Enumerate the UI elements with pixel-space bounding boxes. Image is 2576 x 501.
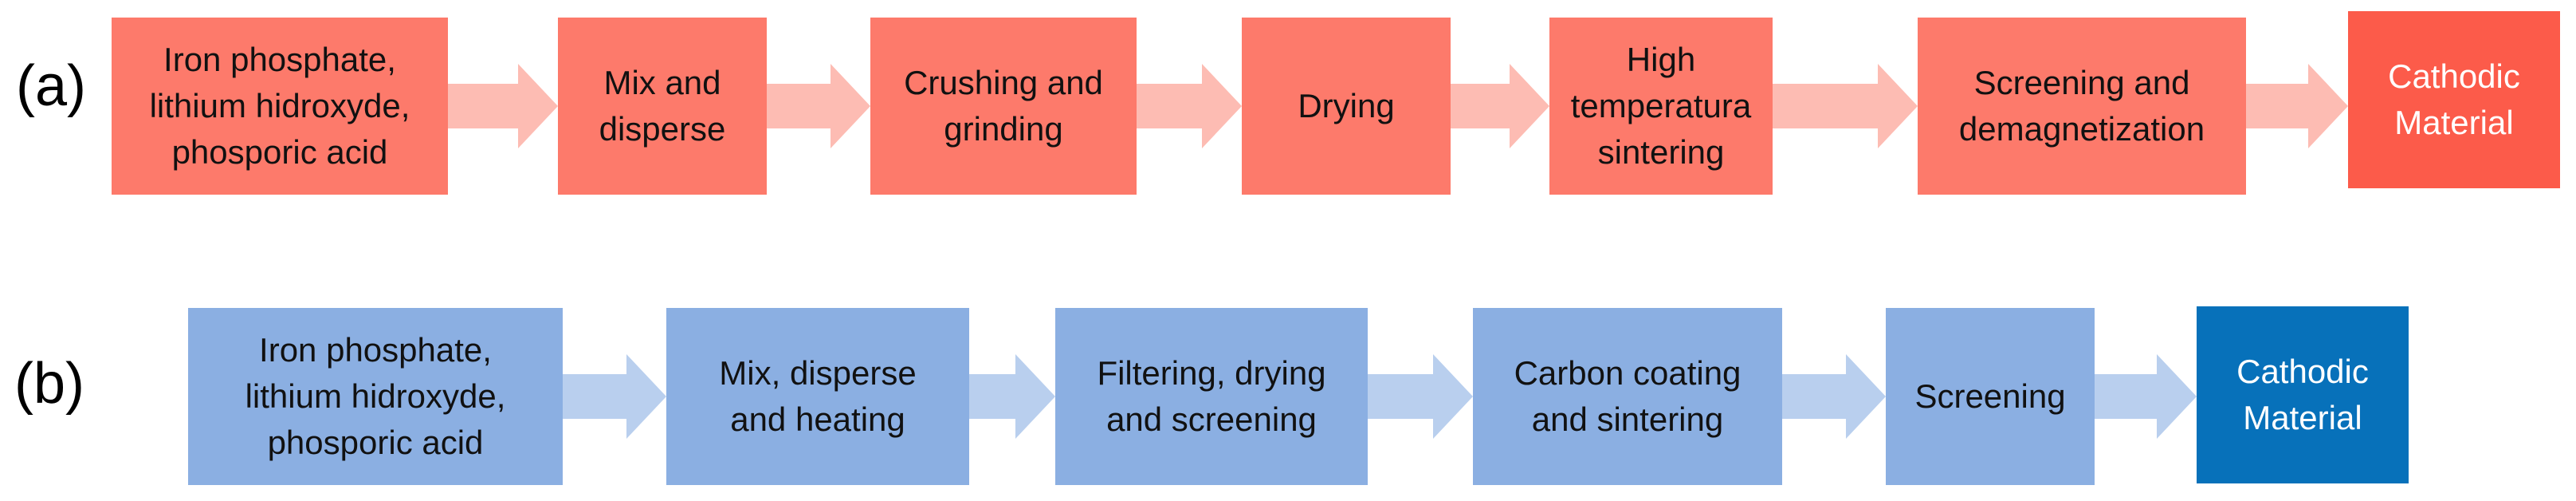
arrow-a-5 (1773, 64, 1918, 148)
row-label-b: (b) (14, 352, 84, 416)
step-b-4: Carbon coating and sintering (1473, 308, 1782, 485)
arrow-b-3 (1368, 354, 1473, 439)
arrow-a-1 (448, 64, 558, 148)
arrow-a-4 (1451, 64, 1549, 148)
step-a-1: Iron phosphate, lithium hidroxyde, phosp… (112, 18, 448, 195)
arrow-a-3 (1137, 64, 1242, 148)
step-a-6: Screening and demagnetization (1918, 18, 2246, 195)
step-b-2: Mix, disperse and heating (666, 308, 969, 485)
step-a-2: Mix and disperse (558, 18, 767, 195)
step-b-6-final: Cathodic Material (2197, 306, 2409, 483)
arrow-a-2 (767, 64, 870, 148)
arrow-a-6 (2246, 64, 2348, 148)
step-b-3: Filtering, drying and screening (1055, 308, 1368, 485)
arrow-b-2 (969, 354, 1055, 439)
row-label-a: (a) (16, 54, 86, 118)
step-a-4: Drying (1242, 18, 1451, 195)
arrow-b-5 (2095, 354, 2197, 439)
step-a-5: High temperatura sintering (1549, 18, 1773, 195)
step-a-3: Crushing and grinding (870, 18, 1137, 195)
step-b-1: Iron phosphate, lithium hidroxyde, phosp… (188, 308, 563, 485)
step-a-7-final: Cathodic Material (2348, 11, 2560, 188)
step-b-5: Screening (1886, 308, 2095, 485)
arrow-b-4 (1782, 354, 1886, 439)
arrow-b-1 (563, 354, 666, 439)
